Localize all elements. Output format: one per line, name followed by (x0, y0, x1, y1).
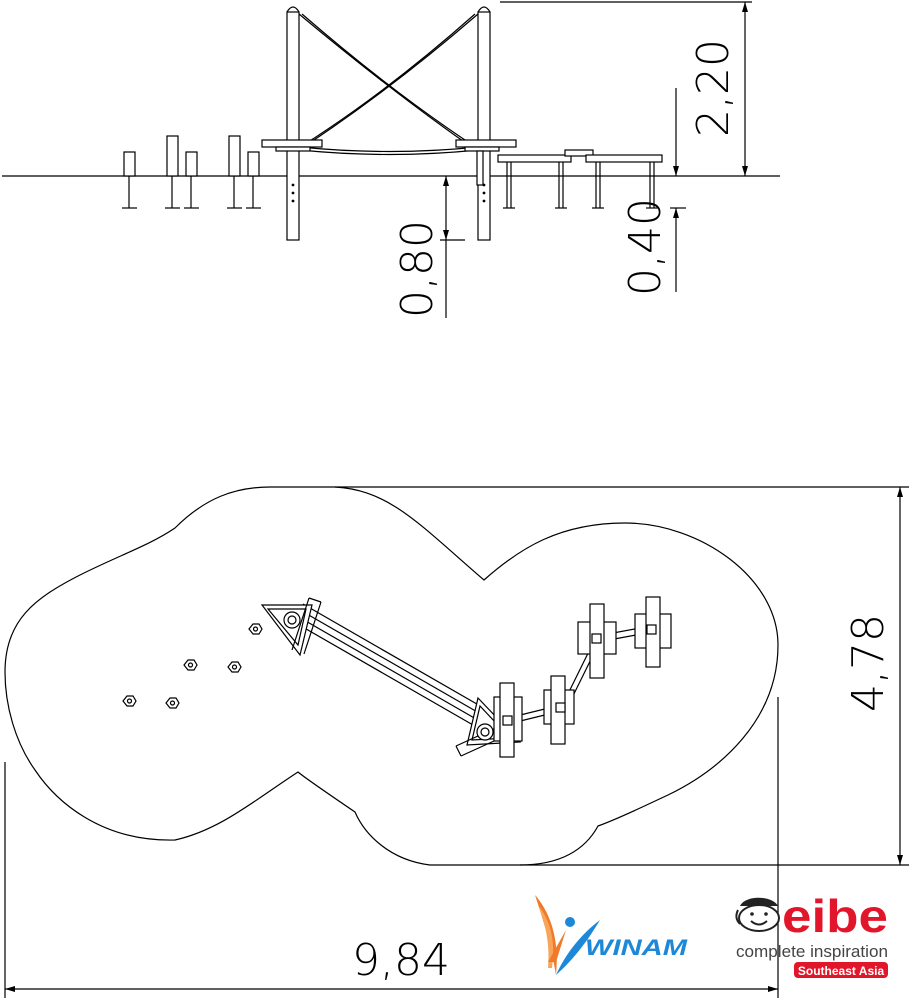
stepping-posts-elevation (122, 135, 261, 209)
dimension-platform-height: 0,40 (620, 88, 686, 296)
safety-area-outline (4, 486, 779, 866)
winam-wordmark: WINAM (585, 935, 688, 960)
eibe-wordmark: eibe (782, 890, 888, 942)
dimension-label-plan-width: 4,78 (843, 614, 894, 712)
balance-beams-elevation (497, 149, 663, 209)
right-post (477, 6, 491, 241)
dimension-plan-length: 9,84 (4, 697, 779, 998)
rope-bridge-plan (293, 603, 490, 730)
eibe-mascot-icon (735, 897, 780, 932)
dimension-total-height: 2,20 (500, 1, 752, 176)
elevation-view: 2,20 0,40 0,80 (2, 1, 780, 318)
eibe-logo: eibe complete inspiration Southeast Asia (735, 890, 888, 978)
dimension-label-platform-height: 0,40 (620, 198, 671, 296)
eibe-tagline: complete inspiration (736, 942, 888, 961)
crossing-ropes (298, 13, 479, 156)
dimension-label-total-height: 2,20 (688, 39, 739, 137)
stepping-posts-plan (122, 623, 263, 709)
left-post (286, 6, 300, 241)
balance-beams-plan (493, 596, 672, 758)
eibe-region-badge (794, 962, 888, 978)
dimension-foundation-depth: 0,80 (392, 176, 465, 318)
dimension-plan-width: 4,78 (335, 486, 909, 866)
dimension-label-foundation-depth: 0,80 (392, 220, 443, 318)
eibe-region: Southeast Asia (798, 964, 885, 978)
left-platform-plan (260, 597, 322, 657)
winam-logo: WINAM (535, 895, 688, 975)
plan-view: 4,78 9,84 (4, 486, 909, 998)
post-platforms (261, 139, 517, 186)
dimension-label-plan-length: 9,84 (352, 935, 450, 986)
